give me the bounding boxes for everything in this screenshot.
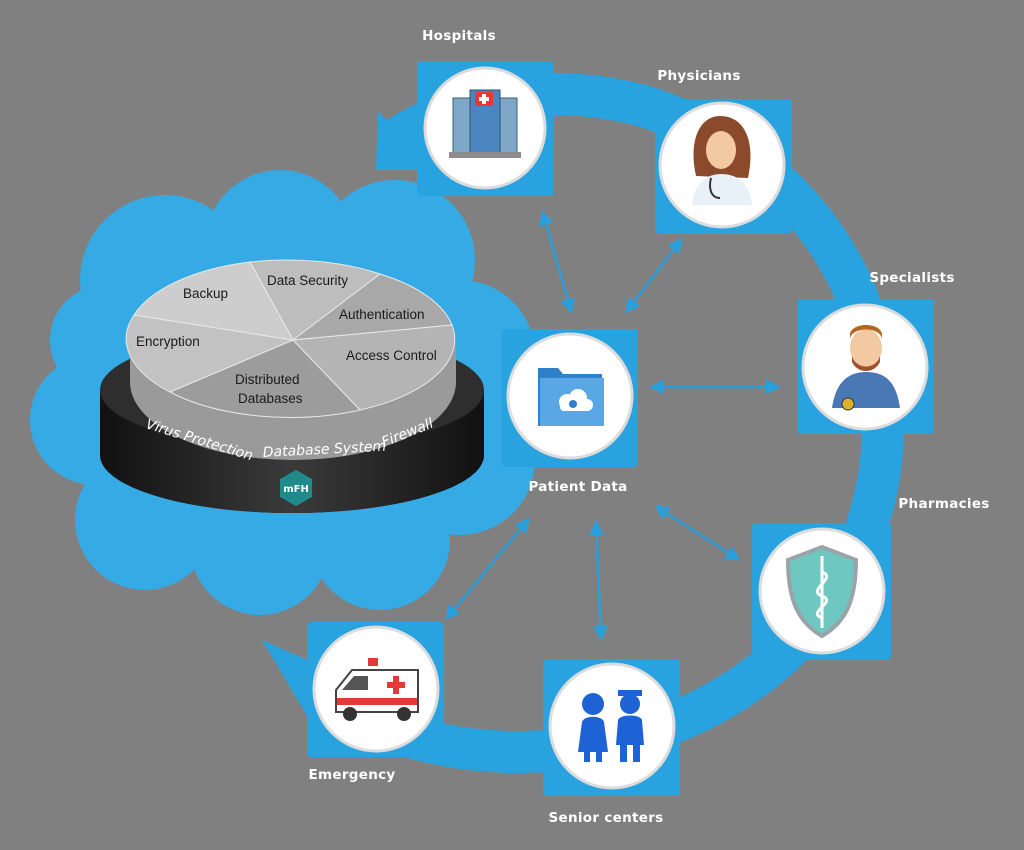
cloud-folder-icon (538, 368, 604, 426)
node-specialists[interactable]: Specialists (797, 270, 955, 434)
label-pharmacies: Pharmacies (898, 496, 989, 512)
node-emergency[interactable]: Emergency (307, 622, 444, 783)
seniors-icon (578, 690, 644, 762)
pie-top (125, 259, 456, 418)
arrow-senior-centers (589, 520, 608, 641)
node-pharmacies[interactable]: Pharmacies (752, 496, 990, 660)
specialist-icon (832, 325, 900, 411)
pharmacy-shield-icon (785, 544, 859, 639)
arrow-pharmacies (654, 505, 741, 561)
arrow-emergency (445, 517, 530, 621)
connector-arrows (445, 210, 781, 641)
label-physicians: Physicians (657, 68, 740, 84)
label-emergency: Emergency (308, 767, 395, 783)
segment-backup: Backup (183, 286, 228, 301)
ambulance-icon (335, 658, 419, 721)
label-specialists: Specialists (869, 270, 954, 286)
node-senior-centers[interactable]: Senior centers (543, 659, 680, 826)
node-patient-data[interactable]: Patient Data (502, 329, 638, 495)
hospital-icon (449, 89, 521, 158)
band-database-system: Database System (262, 439, 386, 461)
segment-authentication: Authentication (339, 307, 425, 322)
label-patient-data: Patient Data (528, 479, 627, 495)
database-disk: Backup Data Security Authentication Acce… (100, 259, 484, 513)
label-hospitals: Hospitals (422, 28, 496, 44)
mfh-badge (280, 470, 312, 506)
node-physicians[interactable]: Physicians (655, 68, 792, 234)
label-senior-centers: Senior centers (548, 810, 663, 826)
segment-data-security: Data Security (267, 273, 348, 288)
arrow-physicians (625, 237, 683, 314)
arrow-hospitals (539, 210, 575, 314)
segment-encryption: Encryption (136, 334, 200, 349)
segment-databases: Databases (238, 391, 303, 406)
mfh-badge-text: mFH (283, 484, 309, 495)
physician-icon (692, 116, 752, 205)
segment-distributed: Distributed (235, 372, 300, 387)
segment-access-control: Access Control (346, 348, 437, 363)
node-hospitals[interactable]: Hospitals (417, 28, 554, 196)
